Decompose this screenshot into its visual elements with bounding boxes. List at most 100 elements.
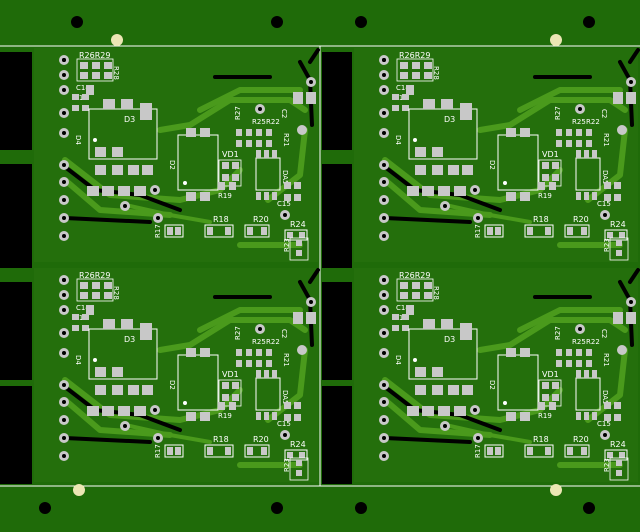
silk-label-r24: R24	[610, 440, 626, 449]
smd-pad	[284, 182, 291, 189]
smd-pad	[584, 150, 589, 158]
smd-pad	[576, 360, 582, 367]
black-trace	[63, 436, 152, 444]
tooling-hole	[583, 502, 595, 514]
pin-hole	[62, 131, 66, 135]
pin-hole	[382, 198, 386, 202]
edge-slot	[0, 52, 32, 150]
trace	[448, 204, 532, 224]
silk-label-da5: DA5	[281, 170, 289, 185]
via-hole	[473, 408, 477, 412]
smd-pad	[272, 192, 277, 200]
pin-hole	[382, 111, 386, 115]
via-hole	[153, 408, 157, 412]
smd-pad	[264, 370, 269, 378]
smd-pad	[556, 129, 562, 136]
smd-pad	[104, 72, 112, 79]
smd-pad	[207, 447, 213, 455]
board-area	[34, 268, 318, 482]
trace	[517, 87, 623, 113]
smd-pad	[82, 105, 89, 111]
silk-label-r28: R28	[432, 66, 440, 80]
silk-label-r21: R21	[282, 353, 290, 367]
silk-label-r17: R17	[474, 224, 482, 238]
silk-label-da5: DA5	[601, 170, 609, 185]
silk-label-r20: R20	[253, 435, 269, 444]
smd-pad	[232, 394, 239, 401]
smd-pad	[454, 406, 466, 416]
smd-pad	[542, 162, 549, 169]
bottom-rail	[0, 486, 640, 532]
smd-pad	[407, 406, 419, 416]
smd-pad	[538, 402, 545, 410]
smd-pad	[556, 349, 562, 356]
silk-label-r22: R22	[586, 338, 600, 346]
smd-pad	[402, 314, 409, 320]
smd-pad	[549, 402, 556, 410]
silk-label-r28: R28	[112, 286, 120, 300]
board-area	[354, 48, 638, 262]
via-hole	[443, 424, 447, 428]
pin1-dot	[413, 138, 417, 142]
fiducial	[111, 34, 123, 46]
smd-pad	[128, 385, 139, 395]
edge-slot	[0, 386, 32, 484]
via-hole	[603, 433, 607, 437]
via-hole	[578, 107, 582, 111]
smd-pad	[520, 192, 530, 201]
silk-label-c14: C14	[76, 304, 90, 312]
trace	[448, 424, 532, 444]
smd-pad	[487, 227, 493, 235]
smd-pad	[222, 394, 229, 401]
via	[297, 125, 307, 135]
resistor-outline	[204, 224, 234, 238]
pin-hole	[382, 454, 386, 458]
smd-pad	[112, 385, 123, 395]
silk-label-d2: D2	[168, 380, 176, 390]
tooling-hole	[39, 502, 51, 514]
smd-pad	[236, 360, 242, 367]
pin-hole	[62, 383, 66, 387]
pin-hole	[382, 88, 386, 92]
smd-pad	[264, 150, 269, 158]
smd-pad	[272, 370, 277, 378]
smd-pad	[424, 62, 432, 69]
smd-pad	[72, 325, 79, 331]
smd-pad	[527, 227, 533, 235]
trace	[382, 177, 493, 218]
smd-pad	[86, 305, 94, 315]
smd-pad	[104, 62, 112, 69]
silk-label-r22: R22	[586, 118, 600, 126]
pin-hole	[62, 278, 66, 282]
smd-pad	[95, 165, 106, 175]
smd-pad	[266, 140, 272, 147]
silk-label-d2: D2	[488, 380, 496, 390]
silk-label-d3: D3	[124, 335, 135, 344]
smd-pad	[175, 447, 181, 455]
smd-pad	[402, 105, 409, 111]
pin-hole	[382, 293, 386, 297]
smd-pad	[441, 99, 453, 109]
smd-pad	[552, 394, 559, 401]
resistor-outline	[164, 224, 184, 238]
silk-label-r20: R20	[573, 435, 589, 444]
smd-pad	[616, 460, 622, 466]
silk-label-vd1: VD1	[222, 370, 239, 379]
pin-hole	[62, 293, 66, 297]
smd-pad	[134, 186, 146, 196]
smd-pad	[527, 447, 533, 455]
black-trace	[308, 268, 320, 284]
smd-pad	[256, 360, 262, 367]
pin-hole	[62, 234, 66, 238]
via-hole	[123, 204, 127, 208]
trace	[62, 377, 243, 423]
trace	[197, 307, 303, 333]
silk-label-c13: C13	[74, 94, 88, 102]
silk-label-r19: R19	[218, 192, 232, 200]
smd-pad	[266, 360, 272, 367]
smd-pad	[542, 394, 549, 401]
smd-pad	[296, 240, 302, 246]
silk-label-r26r29: R26R29	[79, 51, 110, 60]
